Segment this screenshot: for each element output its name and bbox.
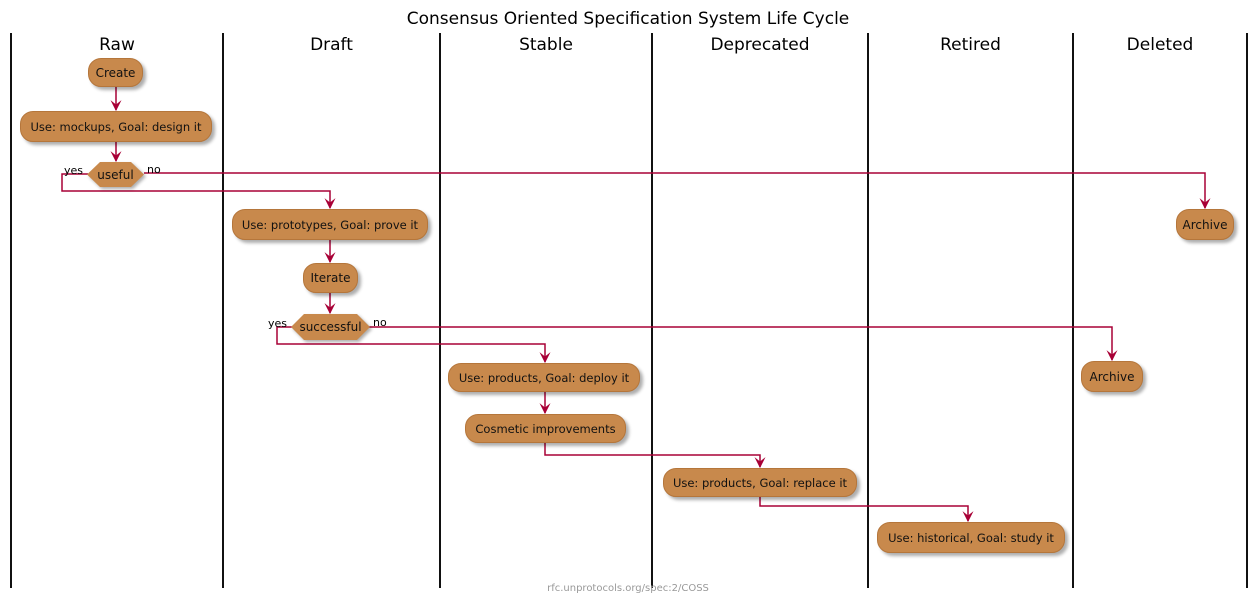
branch-label-successful-no: no	[373, 316, 387, 329]
lane-header-draft: Draft	[310, 35, 353, 55]
lane-header-retired: Retired	[940, 35, 1001, 55]
branch-label-useful-yes: yes	[64, 164, 84, 177]
lane-header-raw: Raw	[99, 35, 135, 55]
lane-header-deprecated: Deprecated	[710, 35, 810, 55]
activity-archive-deleted: Archive	[1176, 209, 1234, 240]
activity-create: Create	[88, 58, 143, 87]
lane-divider	[867, 33, 869, 588]
lane-divider	[10, 33, 12, 588]
activity-archive-retired: Archive	[1081, 361, 1143, 392]
decision-useful-label: useful	[87, 162, 144, 187]
branch-label-successful-yes: yes	[268, 317, 288, 330]
lane-divider	[1072, 33, 1074, 588]
lane-divider	[222, 33, 224, 588]
activity-use-prototypes: Use: prototypes, Goal: prove it	[232, 209, 428, 240]
activity-use-mockups: Use: mockups, Goal: design it	[20, 111, 212, 142]
decision-useful: useful	[87, 162, 144, 187]
activity-cosmetic-improvements: Cosmetic improvements	[465, 414, 626, 443]
activity-iterate: Iterate	[303, 263, 358, 293]
lane-divider	[1246, 33, 1248, 588]
lane-divider	[439, 33, 441, 588]
activity-use-historical: Use: historical, Goal: study it	[877, 522, 1065, 553]
activity-use-products-replace: Use: products, Goal: replace it	[663, 468, 857, 497]
connector-replace-to-historical	[759, 497, 974, 523]
lane-divider	[651, 33, 653, 588]
connector-successful-no-to-archive	[369, 326, 1118, 362]
footer-caption: rfc.unprotocols.org/spec:2/COSS	[547, 583, 709, 594]
lane-header-stable: Stable	[519, 35, 573, 55]
connector-useful-no-to-archive	[144, 172, 1211, 210]
activity-use-products-deploy: Use: products, Goal: deploy it	[448, 363, 640, 392]
branch-label-useful-no: no	[147, 163, 161, 176]
decision-successful-label: successful	[291, 314, 370, 340]
decision-successful: successful	[291, 314, 370, 340]
diagram-title: Consensus Oriented Specification System …	[406, 9, 850, 29]
lane-header-deleted: Deleted	[1126, 35, 1194, 55]
